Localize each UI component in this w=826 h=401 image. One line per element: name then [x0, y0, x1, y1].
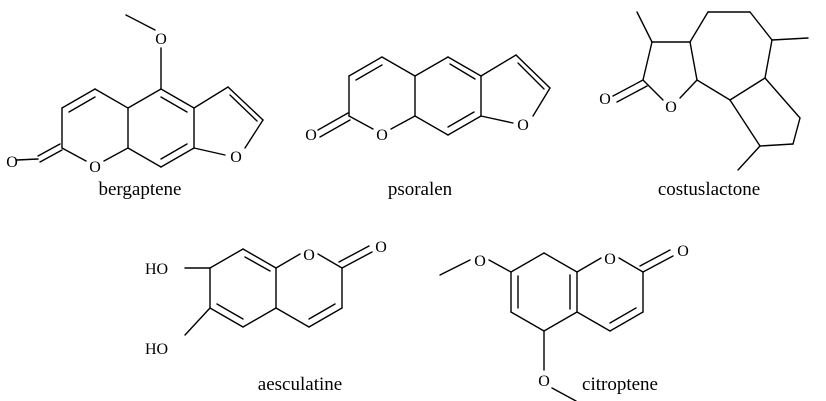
aesculatine-ring-o: O [303, 247, 315, 264]
caption-costuslactone: costuslactone [658, 179, 760, 200]
citroptene-methoxy-o-top: O [474, 253, 486, 270]
aesculatine-ho-bottom: HO [145, 341, 168, 358]
psoralen-carbonyl-o: O [305, 127, 317, 144]
bergaptene-furan-o: O [230, 149, 242, 166]
aesculatine-carbonyl-o: O [375, 239, 387, 256]
molecule-citroptene: O O O O citroptene [439, 243, 689, 401]
caption-psoralen: psoralen [388, 179, 453, 200]
molecule-costuslactone: O O costuslactone [599, 11, 809, 200]
costuslactone-carbonyl-o: O [599, 91, 611, 108]
caption-bergaptene: bergaptene [99, 179, 182, 200]
costuslactone-ring-o: O [665, 99, 677, 116]
bergaptene-methoxy-o: O [155, 31, 167, 48]
psoralen-furan-o: O [517, 117, 529, 134]
molecule-psoralen: O O O psoralen [305, 54, 551, 200]
molecule-bergaptene: O O O O bergaptene [5, 14, 264, 200]
aesculatine-ho-top: HO [145, 261, 168, 278]
citroptene-ring-o: O [604, 251, 616, 268]
molecule-aesculatine: HO HO O O aesculatine [145, 239, 387, 395]
citroptene-methoxy-o-bottom: O [538, 373, 550, 390]
psoralen-ring-o: O [376, 127, 388, 144]
caption-aesculatine: aesculatine [258, 374, 342, 395]
bergaptene-carbonyl-o: O [6, 154, 18, 171]
citroptene-carbonyl-o: O [677, 243, 689, 260]
bergaptene-ring-o: O [89, 159, 101, 176]
caption-citroptene: citroptene [582, 374, 658, 395]
